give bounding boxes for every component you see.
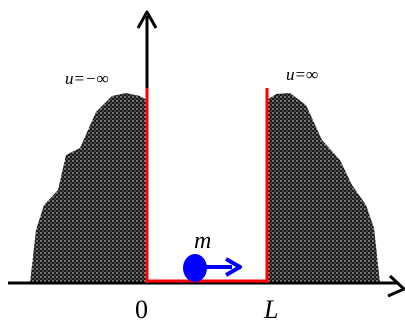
left-potential-label: u=−∞	[65, 69, 109, 88]
origin-tick-label: 0	[135, 295, 148, 324]
x-axis-arrowhead	[387, 274, 405, 298]
particle-mass-label: m	[194, 228, 211, 254]
y-axis-arrowhead	[136, 10, 158, 29]
left-barrier	[30, 93, 147, 283]
width-tick-label: L	[263, 295, 278, 324]
right-potential-label: u=∞	[286, 65, 318, 84]
velocity-arrow-icon	[225, 257, 242, 277]
right-barrier	[267, 93, 380, 283]
particle-ball	[183, 254, 207, 282]
